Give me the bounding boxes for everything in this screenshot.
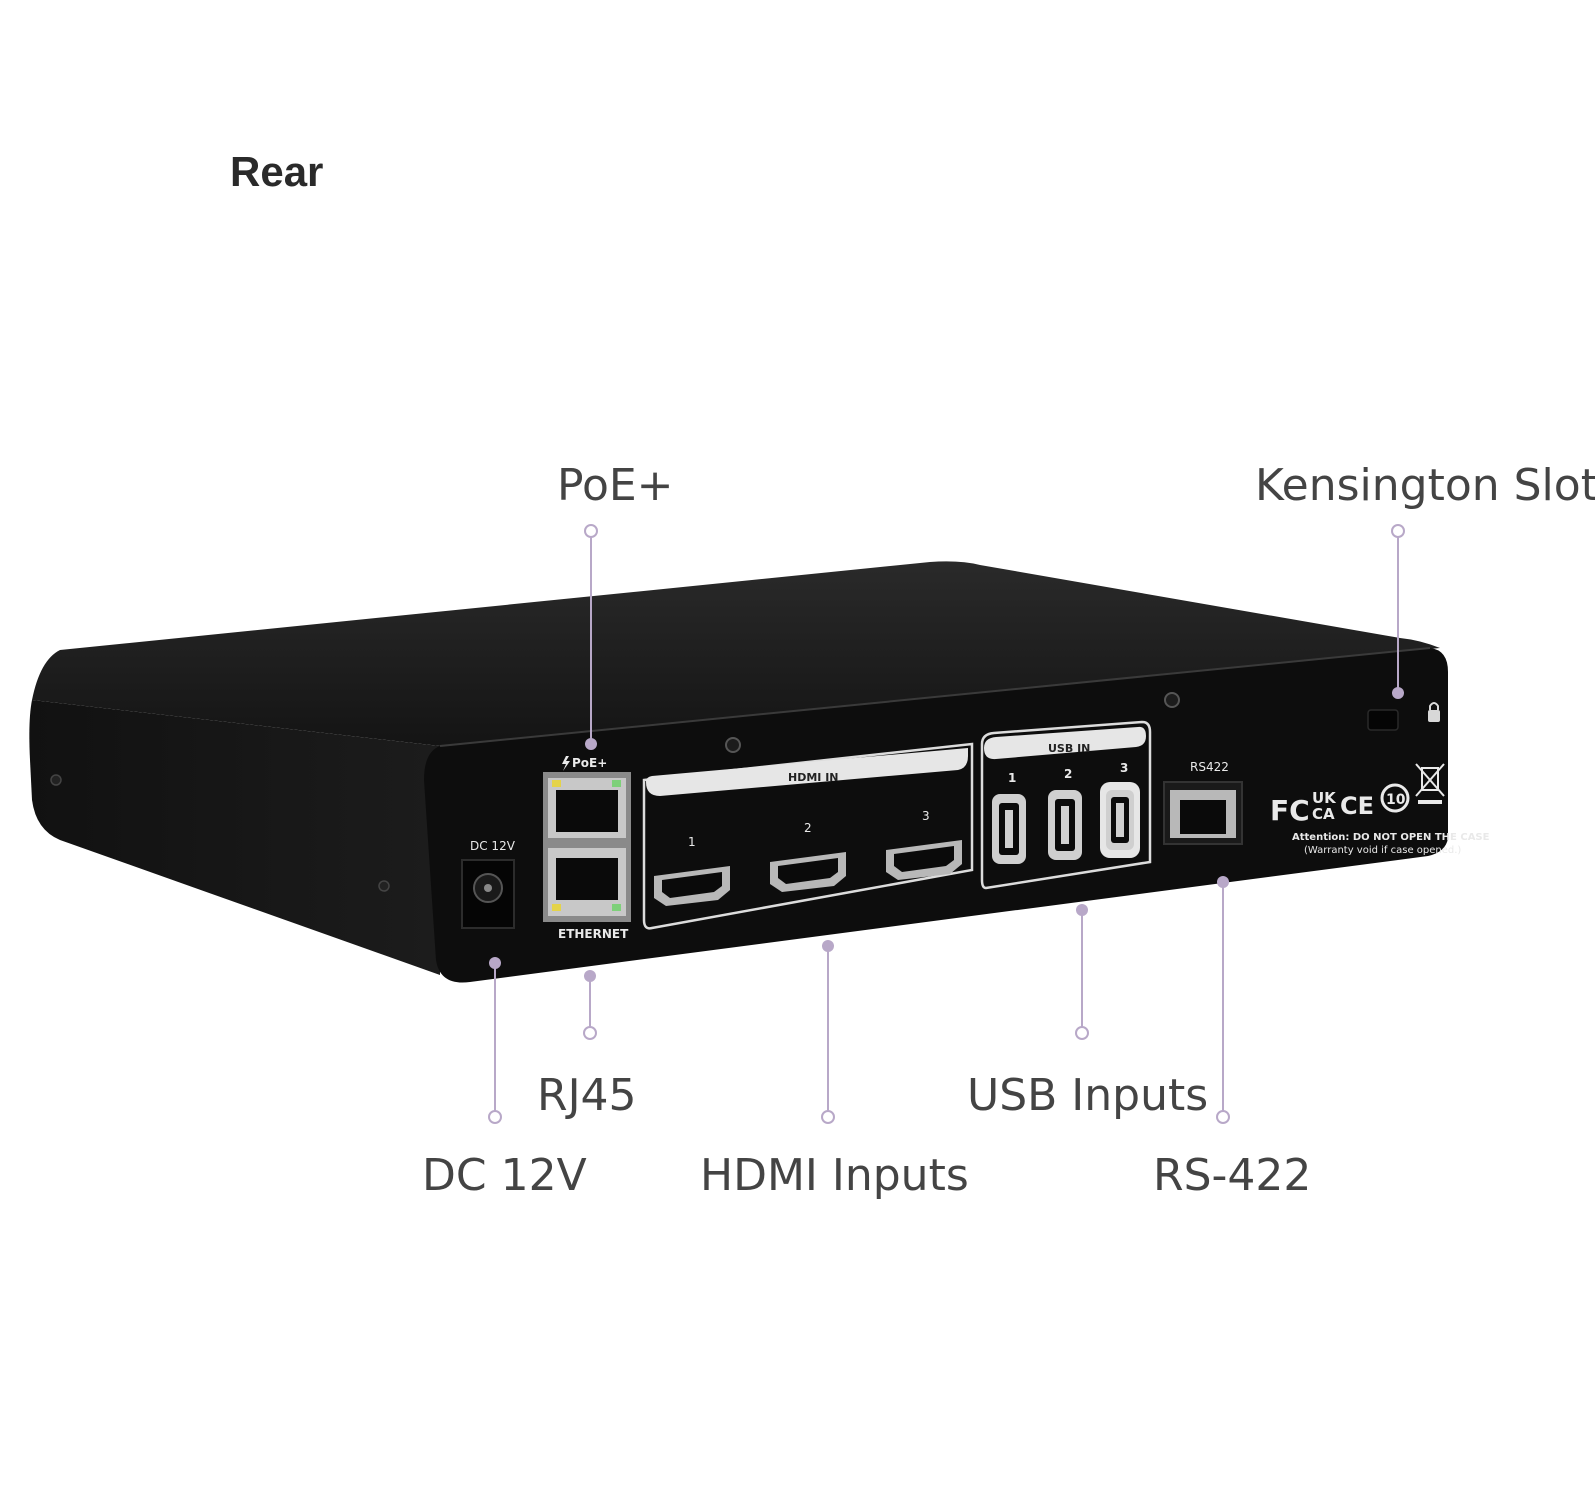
rohs-10-label: 10 [1386, 792, 1406, 808]
screw-left-side [50, 774, 62, 786]
usb-port-number: 3 [1120, 761, 1128, 775]
warranty-notice: (Warranty void if case opened.) [1304, 845, 1461, 856]
poe-device-label: PoE+ [572, 756, 607, 770]
rs422-port: RS422 [1163, 760, 1243, 845]
anchor-dot-poe [585, 738, 597, 750]
callout-usb-inputs: USB Inputs [967, 1070, 1209, 1121]
hdmi-port-group: HDMI IN 1 2 3 [642, 742, 974, 930]
usb-port [1048, 790, 1082, 860]
anchor-dot-usb [1076, 904, 1088, 916]
lock-icon [1428, 702, 1440, 722]
attention-notice: Attention: DO NOT OPEN THE CASE [1292, 832, 1490, 843]
hdmi-in-label: HDMI IN [788, 771, 839, 784]
device-rear-top-edge [439, 647, 1431, 747]
usb-in-label: USB IN [1048, 742, 1090, 755]
kensington-slot [1367, 702, 1440, 731]
anchor-dot-usb [1075, 1026, 1089, 1040]
ethernet-poe-ports: PoE+ ETHERNET [543, 756, 631, 941]
bolt-icon [562, 756, 570, 771]
anchor-dot-rj45 [584, 970, 596, 982]
callout-hdmi-inputs: HDMI Inputs [700, 1150, 969, 1201]
usb-port-group: USB IN 1 2 3 [980, 720, 1152, 890]
screw-panel [725, 737, 741, 753]
anchor-dot-hdmi [822, 940, 834, 952]
hdmi-port [654, 866, 730, 906]
usb-port-number: 2 [1064, 767, 1072, 781]
device-top-surface [32, 561, 1440, 746]
screw-left-side [378, 880, 390, 892]
anchor-dot-kensington [1392, 687, 1404, 699]
fcc-mark: FC [1270, 794, 1310, 827]
anchor-dot-rs422 [1217, 876, 1229, 888]
anchor-dot-dc12v [488, 1110, 502, 1124]
leader-lines [494, 531, 1399, 1117]
ukca-mark-top: UK [1312, 789, 1337, 807]
section-title: Rear [230, 148, 324, 195]
anchor-dot-dc12v [489, 957, 501, 969]
callout-kensington-slot: Kensington Slot [1255, 460, 1595, 511]
rohs-10-badge [1380, 783, 1410, 813]
hdmi-port-number: 2 [804, 821, 812, 835]
anchor-dot-poe [584, 524, 598, 538]
dc-power-jack: DC 12V [461, 839, 516, 929]
ukca-mark-bottom: CA [1312, 805, 1335, 823]
leader-dots [488, 524, 1405, 1124]
weee-bin-icon [1415, 763, 1445, 804]
ce-mark: CE [1340, 792, 1374, 820]
anchor-dot-rs422 [1216, 1110, 1230, 1124]
hdmi-port-number: 1 [688, 835, 696, 849]
callout-rj45: RJ45 [537, 1070, 637, 1121]
screw-panel [1164, 692, 1180, 708]
callout-dc-12v: DC 12V [422, 1150, 587, 1201]
certification-marks: FC UK CA CE 10 Attention: DO NOT OPEN TH… [1270, 763, 1490, 856]
hdmi-port [770, 852, 846, 892]
callout-poe: PoE+ [557, 460, 674, 511]
rs422-device-label: RS422 [1190, 760, 1229, 774]
usb-port [1100, 782, 1140, 858]
anchor-dot-hdmi [821, 1110, 835, 1124]
usb-port-number: 1 [1008, 771, 1016, 785]
hdmi-port [886, 840, 962, 880]
hdmi-port-number: 3 [922, 809, 930, 823]
callout-rs-422: RS-422 [1153, 1150, 1312, 1201]
anchor-dot-rj45 [583, 1026, 597, 1040]
device-left-side [29, 700, 440, 975]
usb-port [992, 794, 1026, 864]
anchor-dot-kensington [1391, 524, 1405, 538]
ethernet-device-label: ETHERNET [558, 927, 629, 941]
dc-label: DC 12V [470, 839, 516, 853]
